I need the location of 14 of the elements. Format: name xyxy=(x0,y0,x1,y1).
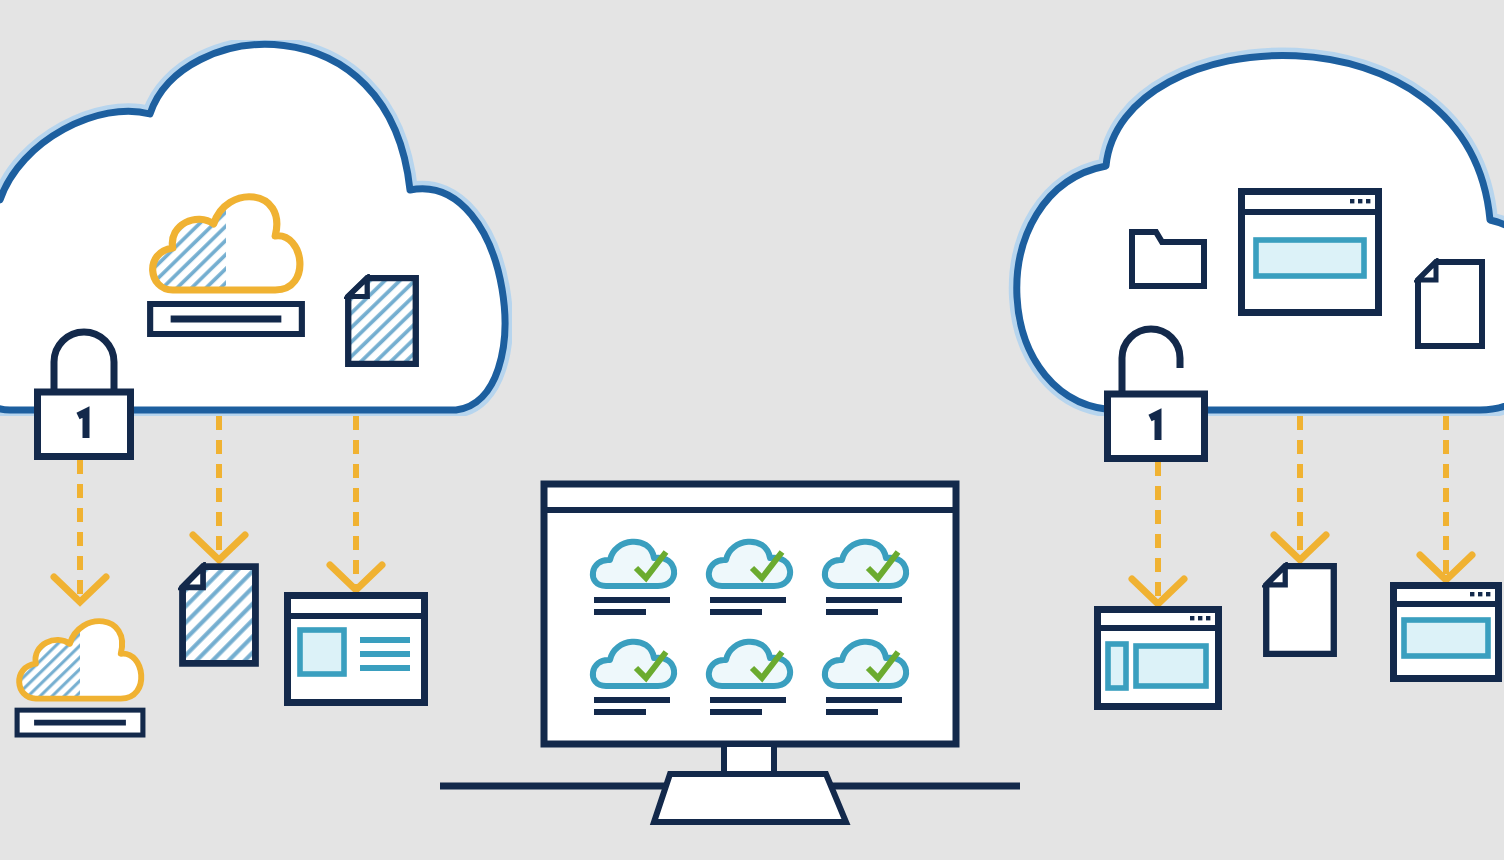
padlock-icon xyxy=(34,324,134,460)
document-icon xyxy=(1262,562,1338,658)
dashed-arrow xyxy=(50,460,110,606)
dashed-arrow xyxy=(1128,462,1188,608)
dashed-arrow xyxy=(1270,416,1330,564)
cloud-shape xyxy=(0,40,512,416)
browser-window-icon xyxy=(1390,582,1502,682)
dashed-arrow xyxy=(1416,416,1476,584)
open-padlock-icon xyxy=(1104,320,1208,462)
dashed-arrow xyxy=(189,416,249,564)
browser-window-icon xyxy=(284,592,428,706)
browser-window-icon xyxy=(1094,606,1222,710)
document-icon xyxy=(178,562,260,668)
dashed-arrow xyxy=(326,416,386,594)
